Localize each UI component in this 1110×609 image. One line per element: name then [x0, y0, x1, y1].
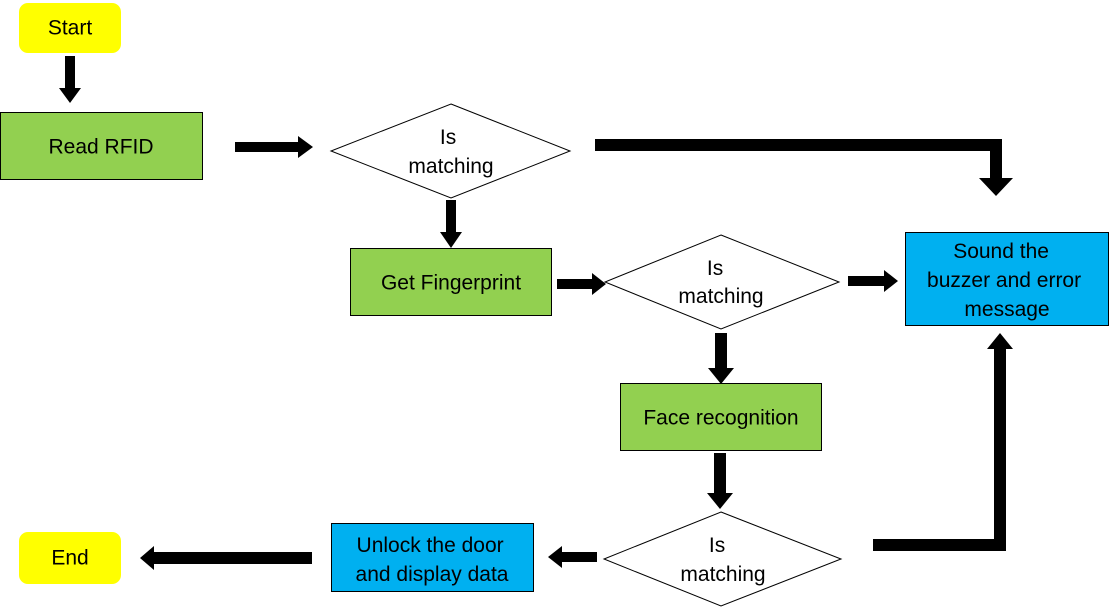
get-fingerprint-label: Get Fingerprint [381, 272, 521, 295]
arrow-decision-1-to-error [595, 139, 1013, 196]
error-line-2: buzzer and error [927, 269, 1081, 292]
decision-1-line-2: matching [408, 155, 493, 178]
svg-text:Sound the buzzer and err: Sound the buzzer and error message [927, 240, 1087, 321]
arrow-decision-1-to-fingerprint [440, 200, 462, 248]
read-rfid-node: Read RFID [0, 112, 203, 180]
arrow-decision-3-to-error [873, 333, 1013, 551]
read-rfid-label: Read RFID [48, 136, 153, 159]
error-node: Sound the buzzer and error message [905, 232, 1109, 326]
decision-1-node: Is matching [329, 103, 572, 199]
arrow-unlock-to-end [140, 546, 312, 570]
arrow-read-rfid-to-decision-1 [235, 136, 313, 158]
svg-text:Unlock the door and disp: Unlock the door and display data [356, 534, 510, 586]
unlock-node: Unlock the door and display data [331, 523, 534, 592]
end-node: End [19, 532, 121, 584]
decision-2-node: Is matching [603, 234, 841, 330]
svg-text:Is matching: Is matching [408, 126, 493, 178]
error-line-3: message [964, 298, 1049, 321]
arrow-decision-2-to-error [848, 270, 898, 292]
face-recognition-node: Face recognition [620, 383, 822, 451]
arrow-face-to-decision-3 [707, 453, 733, 509]
svg-text:Is matching: Is matching [680, 534, 765, 586]
start-label: Start [48, 17, 93, 40]
decision-2-line-1: Is [707, 257, 723, 280]
end-label: End [51, 547, 88, 570]
decision-3-node: Is matching [602, 511, 843, 607]
get-fingerprint-node: Get Fingerprint [350, 248, 552, 316]
face-recognition-label: Face recognition [643, 407, 798, 430]
decision-3-line-1: Is [709, 534, 725, 557]
unlock-line-2: and display data [356, 563, 509, 586]
arrow-decision-2-to-face [708, 333, 734, 384]
arrow-start-to-read-rfid [59, 56, 81, 103]
error-line-1: Sound the [953, 240, 1049, 263]
start-node: Start [19, 3, 121, 53]
arrow-fingerprint-to-decision-2 [557, 273, 606, 295]
decision-2-line-2: matching [678, 285, 763, 308]
arrow-decision-3-to-unlock [548, 546, 597, 568]
svg-text:Is matching: Is matching [678, 257, 763, 308]
decision-1-line-1: Is [440, 126, 456, 149]
connectors [59, 56, 1013, 570]
unlock-line-1: Unlock the door [357, 534, 504, 557]
decision-3-line-2: matching [680, 563, 765, 586]
